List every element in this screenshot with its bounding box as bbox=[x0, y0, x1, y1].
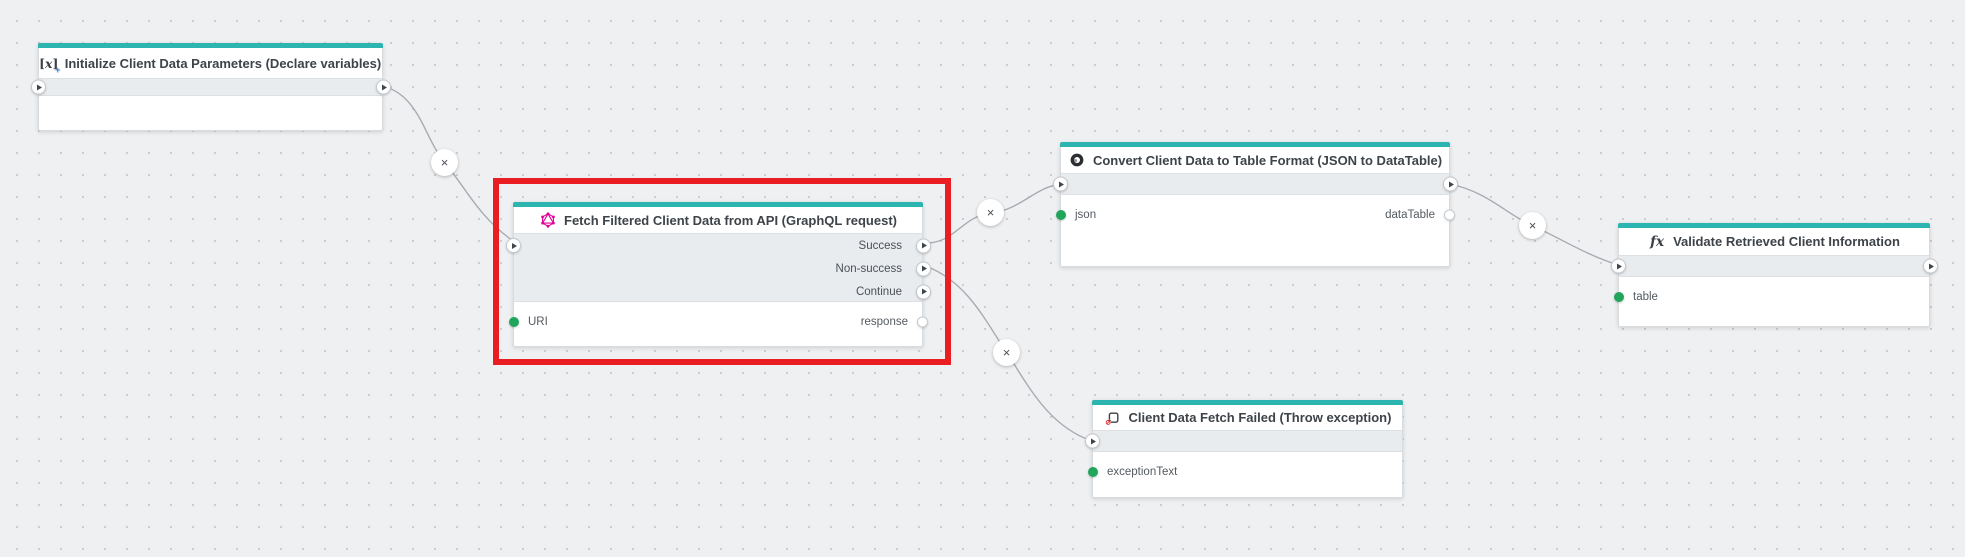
data-output-label: dataTable bbox=[1385, 209, 1435, 221]
throw-exception-icon bbox=[1104, 409, 1122, 427]
data-input-label: table bbox=[1633, 291, 1658, 303]
flow-output-label: Non-success bbox=[836, 263, 902, 275]
flow-port-row bbox=[1619, 255, 1929, 277]
flow-in-port[interactable] bbox=[1053, 177, 1068, 192]
delete-connection-button[interactable]: × bbox=[431, 149, 458, 176]
flow-port-arrow-icon bbox=[382, 84, 387, 90]
flow-out-port[interactable] bbox=[376, 80, 391, 95]
data-out-port-datatable[interactable] bbox=[1444, 210, 1455, 221]
fx-icon: fx bbox=[1648, 233, 1666, 251]
node-body: json dataTable bbox=[1061, 206, 1449, 224]
data-port-row: URI response bbox=[514, 313, 922, 331]
data-port-row: json dataTable bbox=[1061, 206, 1449, 224]
data-in-port-exceptiontext[interactable] bbox=[1088, 467, 1098, 477]
node-header: fx Validate Retrieved Client Information bbox=[1619, 228, 1929, 255]
flow-output-row: Success bbox=[514, 234, 922, 257]
delete-connection-button[interactable]: × bbox=[977, 199, 1004, 226]
data-in-port-table[interactable] bbox=[1614, 292, 1624, 302]
flow-port-arrow-icon bbox=[37, 84, 42, 90]
node-body: URI response bbox=[514, 313, 922, 331]
flow-port-arrow-icon bbox=[1929, 263, 1934, 269]
flow-port-arrow-icon bbox=[1449, 181, 1454, 187]
node-header: [x]+ Initialize Client Data Parameters (… bbox=[39, 48, 382, 78]
data-input-label: exceptionText bbox=[1107, 466, 1177, 478]
node-initialize[interactable]: [x]+ Initialize Client Data Parameters (… bbox=[38, 43, 383, 131]
flow-port-arrow-icon bbox=[1617, 263, 1622, 269]
flow-port-row bbox=[1061, 173, 1449, 195]
delete-connection-button[interactable]: × bbox=[993, 339, 1020, 366]
node-title: Validate Retrieved Client Information bbox=[1673, 234, 1900, 249]
close-icon: × bbox=[1003, 346, 1011, 359]
node-header: Convert Client Data to Table Format (JSO… bbox=[1061, 147, 1449, 173]
declare-variables-icon: [x]+ bbox=[40, 54, 58, 72]
delete-connection-button[interactable]: × bbox=[1519, 212, 1546, 239]
node-throw-exception[interactable]: Client Data Fetch Failed (Throw exceptio… bbox=[1092, 400, 1403, 498]
close-icon: × bbox=[1529, 219, 1537, 232]
node-body: exceptionText bbox=[1093, 463, 1402, 481]
flow-port-row bbox=[1093, 430, 1402, 452]
node-header: Client Data Fetch Failed (Throw exceptio… bbox=[1093, 405, 1402, 430]
data-port-row: exceptionText bbox=[1093, 463, 1402, 481]
data-input-label: URI bbox=[528, 316, 548, 328]
node-validate[interactable]: fx Validate Retrieved Client Information… bbox=[1618, 223, 1930, 327]
flow-output-label: Success bbox=[859, 240, 902, 252]
flow-in-port[interactable] bbox=[31, 80, 46, 95]
data-port-row: table bbox=[1619, 288, 1929, 306]
node-body: table bbox=[1619, 288, 1929, 306]
json-icon bbox=[1068, 151, 1086, 169]
node-title: Initialize Client Data Parameters (Decla… bbox=[65, 56, 381, 71]
flow-output-label: Continue bbox=[856, 286, 902, 298]
flow-out-port-non-success[interactable] bbox=[916, 261, 931, 276]
node-title: Fetch Filtered Client Data from API (Gra… bbox=[564, 213, 897, 228]
flow-port-arrow-icon bbox=[922, 289, 927, 295]
flow-output-row: Non-success bbox=[514, 257, 922, 280]
node-title: Client Data Fetch Failed (Throw exceptio… bbox=[1129, 410, 1392, 425]
node-title: Convert Client Data to Table Format (JSO… bbox=[1093, 153, 1442, 168]
data-output-label: response bbox=[861, 316, 908, 328]
flow-port-arrow-icon bbox=[922, 266, 927, 272]
flow-in-port[interactable] bbox=[1611, 259, 1626, 274]
flow-port-arrow-icon bbox=[1091, 438, 1096, 444]
data-out-port-response[interactable] bbox=[917, 317, 928, 328]
flow-port-row bbox=[39, 78, 382, 96]
data-in-port-json[interactable] bbox=[1056, 210, 1066, 220]
close-icon: × bbox=[987, 206, 995, 219]
flow-port-section: Success Non-success Continue bbox=[514, 233, 922, 302]
flow-out-port[interactable] bbox=[1923, 259, 1938, 274]
node-convert-json[interactable]: Convert Client Data to Table Format (JSO… bbox=[1060, 142, 1450, 267]
close-icon: × bbox=[441, 156, 449, 169]
flow-port-arrow-icon bbox=[922, 243, 927, 249]
graphql-icon bbox=[539, 211, 557, 229]
flow-out-port[interactable] bbox=[1443, 177, 1458, 192]
data-in-port-uri[interactable] bbox=[509, 317, 519, 327]
flow-in-port[interactable] bbox=[1085, 434, 1100, 449]
data-input-label: json bbox=[1075, 209, 1096, 221]
flow-out-port-success[interactable] bbox=[916, 238, 931, 253]
node-header: Fetch Filtered Client Data from API (Gra… bbox=[514, 207, 922, 233]
flow-out-port-continue[interactable] bbox=[916, 284, 931, 299]
flow-port-arrow-icon bbox=[1059, 181, 1064, 187]
node-fetch-graphql[interactable]: Fetch Filtered Client Data from API (Gra… bbox=[513, 202, 923, 347]
flow-output-row: Continue bbox=[514, 280, 922, 303]
